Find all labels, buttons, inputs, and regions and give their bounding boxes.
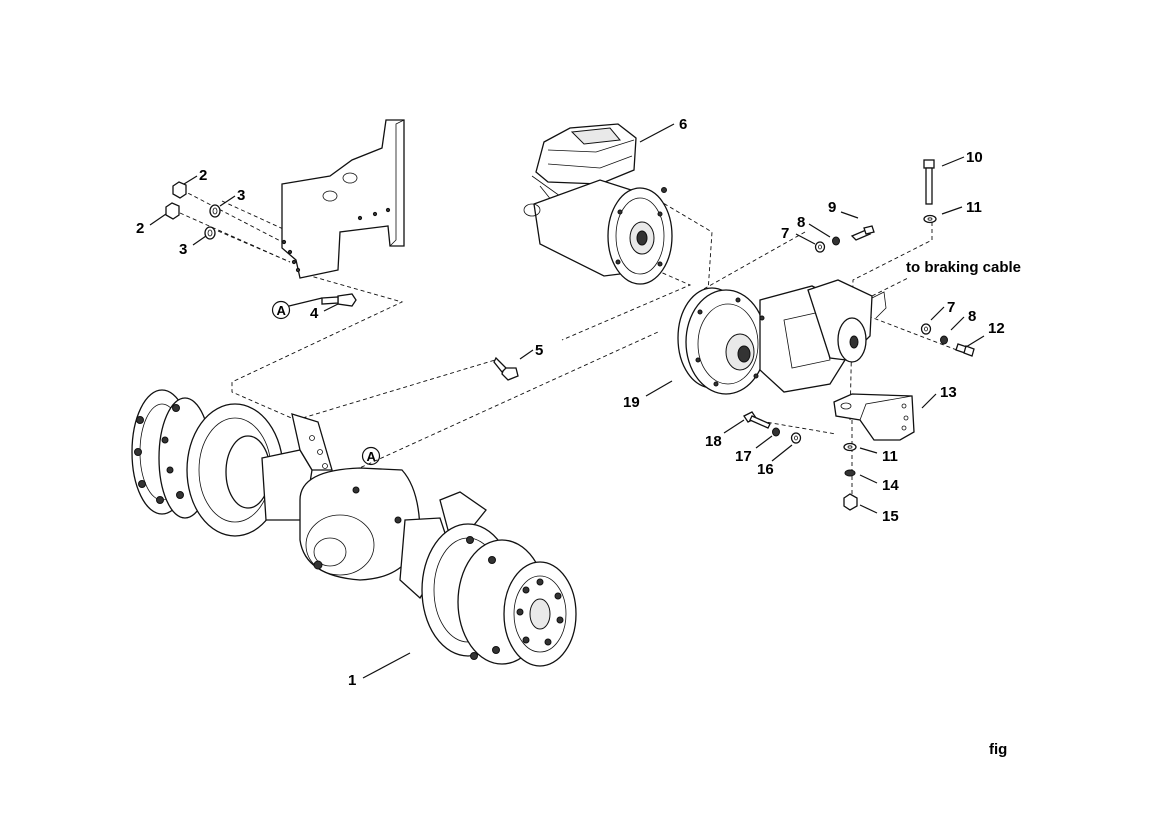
braking-cable-note: to braking cable	[906, 259, 1021, 276]
part-8-lockwasher-right	[940, 335, 948, 345]
callout-labels: 1 2 2 3 3 4 5 6 7 7 8 8 9 10 11 11 12 13…	[136, 116, 1005, 689]
callout-9: 9	[828, 199, 836, 216]
part-15-nut	[843, 493, 858, 511]
mounting-plate	[281, 119, 405, 279]
callout-18: 18	[705, 433, 722, 450]
part-18-bolt	[743, 411, 771, 429]
part-3-washers	[204, 204, 221, 240]
part-9-bolt	[850, 225, 875, 241]
callout-4: 4	[310, 305, 319, 322]
reference-mark-a-lower: A	[361, 446, 381, 466]
callout-12: 12	[988, 320, 1005, 337]
reference-mark-a-label: A	[367, 449, 377, 464]
gearbox-bolts	[695, 297, 765, 387]
part-4-bolt	[321, 293, 357, 307]
part-6-electric-motor	[523, 123, 673, 285]
reference-mark-a-upper: A	[271, 297, 323, 320]
callout-2: 2	[199, 167, 207, 184]
part-13-bracket	[833, 393, 915, 441]
callout-8: 8	[968, 308, 976, 325]
callout-5: 5	[535, 342, 543, 359]
part-8-lockwasher-upper	[832, 236, 840, 246]
part-5-bolt	[493, 356, 519, 381]
part-19-gearbox	[677, 279, 887, 395]
part-17-lockwasher	[772, 427, 780, 437]
callout-11: 11	[882, 448, 898, 465]
callout-14: 14	[882, 477, 899, 494]
callout-19: 19	[623, 394, 640, 411]
part-11-washer-upper	[923, 214, 937, 224]
callout-3: 3	[237, 187, 245, 204]
leader-lines	[149, 123, 985, 679]
plate-holes	[281, 207, 391, 273]
part-1-drive-axle	[131, 389, 577, 667]
part-11-washer-lower	[843, 442, 857, 452]
part-10-long-bolt	[923, 159, 935, 205]
callout-15: 15	[882, 508, 899, 525]
part-7-washer-right	[920, 323, 932, 335]
part-2-nuts	[165, 181, 187, 220]
figure-label: fig	[989, 741, 1007, 758]
callout-17: 17	[735, 448, 752, 465]
part-7-washer-upper	[814, 241, 826, 253]
callout-6: 6	[679, 116, 687, 133]
callout-10: 10	[966, 149, 983, 166]
callout-3: 3	[179, 241, 187, 258]
callout-13: 13	[940, 384, 957, 401]
right-hub-bolts	[466, 536, 564, 660]
callout-7: 7	[947, 299, 955, 316]
left-hub-bolts	[134, 404, 184, 504]
part-16-washer	[790, 432, 802, 444]
callout-1: 1	[348, 672, 356, 689]
part-12-bolt	[955, 343, 975, 357]
part-14-lockwasher	[844, 469, 856, 477]
reference-mark-a-label: A	[277, 303, 287, 318]
callout-7: 7	[781, 225, 789, 242]
callout-2: 2	[136, 220, 144, 237]
callout-16: 16	[757, 461, 774, 478]
callout-8: 8	[797, 214, 805, 231]
callout-11: 11	[966, 199, 982, 216]
